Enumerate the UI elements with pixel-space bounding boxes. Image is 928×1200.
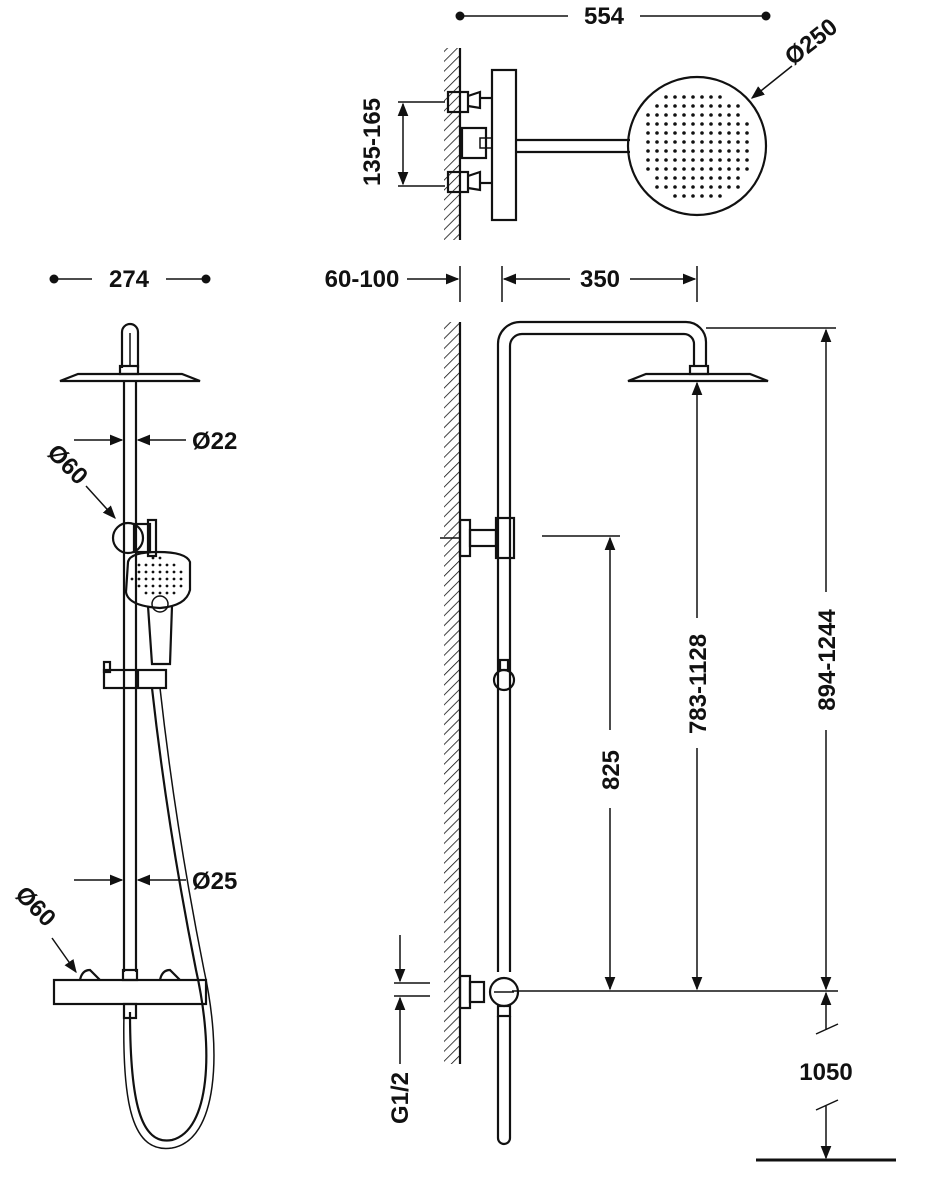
total-height-label: 894-1244 [814,609,841,711]
holder-height-label: 825 [598,750,625,790]
front-view: 274 Ø22 Ø60 Ø25 [10,266,237,1150]
shower-head-nozzles [646,95,749,198]
inlet-thread-label: G1/2 [387,1072,414,1124]
wall-offset-label: 60-100 [325,266,400,293]
valve-diameter-label: Ø60 [10,881,61,932]
head-height-label: 783-1128 [685,634,712,734]
top-view: 554 135-165 Ø250 [359,3,843,240]
head-diameter-label: Ø250 [780,13,843,70]
bracket-diameter-label: Ø60 [42,439,93,490]
rail-diameter-label: Ø22 [192,428,237,455]
valve-spacing-label: 135-165 [359,98,386,186]
arm-length-label: 350 [580,266,620,293]
top-width-label: 554 [584,3,625,30]
pipe-diameter-label: Ø25 [192,868,237,895]
side-view: 60-100 350 [325,266,896,1162]
floor-height-label: 1050 [799,1059,852,1086]
front-width-label: 274 [109,266,150,293]
hand-shower-nozzles [130,556,183,595]
